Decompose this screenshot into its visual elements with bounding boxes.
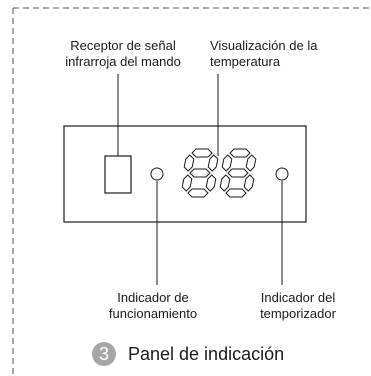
digit-segment [219, 174, 231, 192]
receiver-label: Receptor de señal infrarroja del mando [65, 38, 181, 69]
figure-caption: 3 Panel de indicación [92, 340, 284, 368]
digit-segment [245, 154, 257, 172]
temperature-label: Visualización de la temperatura [210, 38, 318, 69]
digit-segment [243, 174, 255, 192]
digit-segment [187, 188, 209, 198]
digit-segment [229, 148, 251, 158]
dashed-border [12, 7, 371, 376]
digit-segment [191, 148, 213, 158]
timer-indicator-label: Indicador del temporizador [260, 290, 336, 321]
digit-segment [227, 168, 249, 178]
figure-number-badge: 3 [92, 342, 116, 366]
timer-indicator-led [275, 167, 289, 181]
digit-segment [183, 154, 195, 172]
temperature-digits [181, 148, 257, 198]
digit-segment [189, 168, 211, 178]
digit-segment [205, 174, 217, 192]
digit-segment [181, 174, 193, 192]
display-panel [63, 125, 307, 223]
leader-lines [117, 74, 283, 285]
seven-segment-digit [219, 148, 257, 198]
digit-segment [225, 188, 247, 198]
seven-segment-digit [181, 148, 219, 198]
figure-caption-text: Panel de indicación [128, 343, 285, 364]
digit-segment [221, 154, 233, 172]
operation-indicator-led [150, 167, 164, 181]
digit-segment [207, 154, 219, 172]
operation-indicator-label: Indicador de funcionamiento [108, 290, 198, 321]
